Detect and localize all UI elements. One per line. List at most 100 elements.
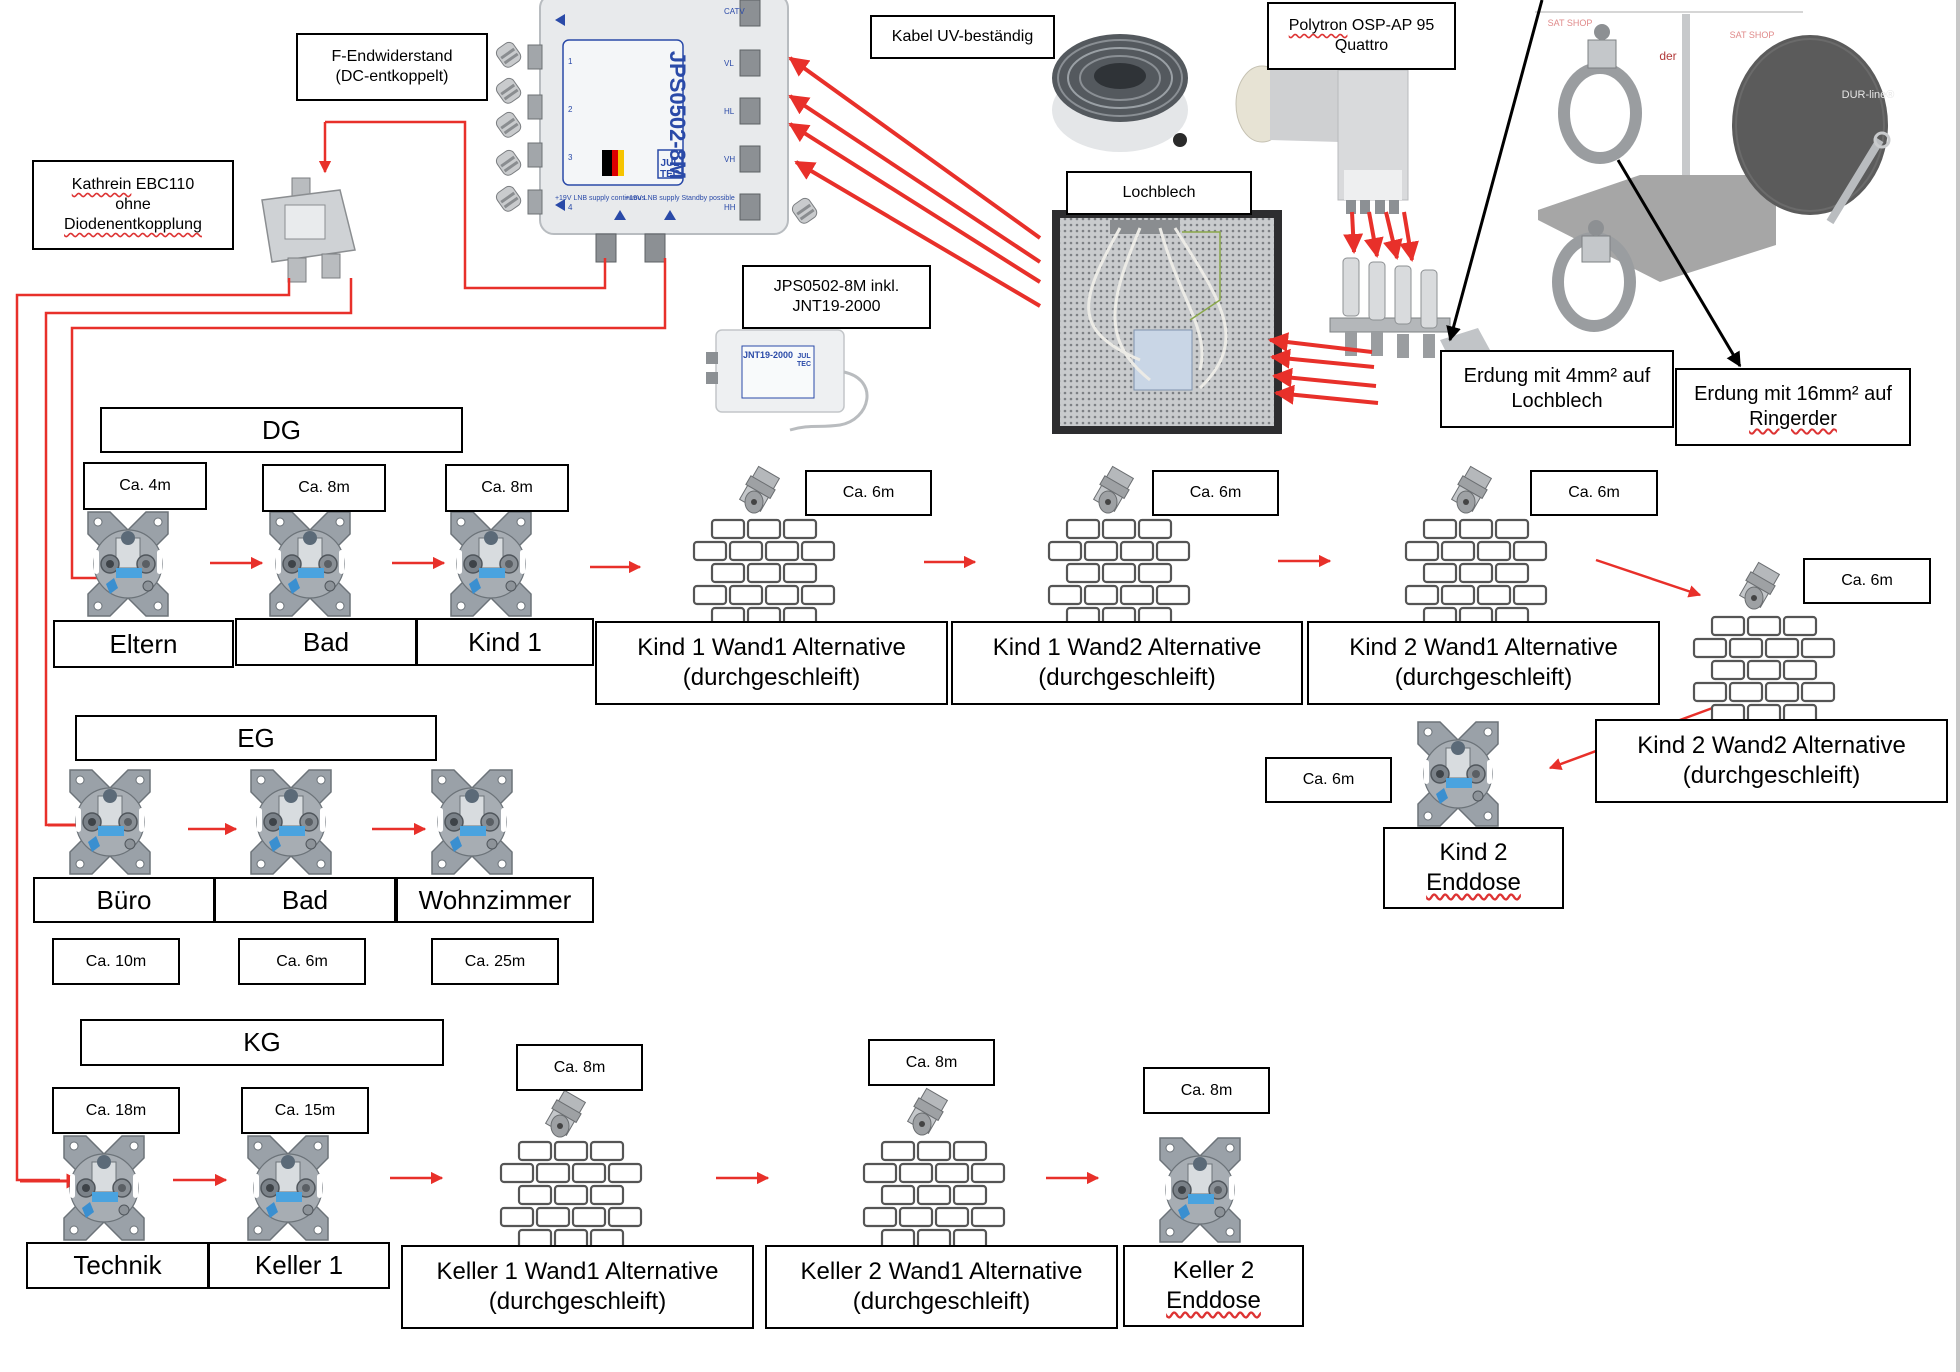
room-label-keller1: Keller 1	[208, 1242, 390, 1289]
cable-length-badge: Ca. 8m	[516, 1044, 643, 1091]
erdung-16mm-label: Erdung mit 16mm² auf Ringerder	[1675, 368, 1911, 446]
multiswitch-model-label: JPS0502-8M	[665, 51, 690, 179]
label-line: Polytron OSP-AP 95	[1289, 16, 1435, 36]
length-text: Ca. 8m	[481, 479, 533, 496]
outlet-icon	[247, 1135, 329, 1241]
label-line: (DC-entkoppelt)	[335, 68, 449, 85]
label-line: ohne	[115, 196, 151, 213]
port-label: 2	[568, 105, 573, 114]
length-text: Ca. 15m	[274, 1101, 336, 1119]
cable-length-badge: Ca. 6m	[1530, 470, 1658, 516]
port-label: HL	[724, 107, 735, 116]
length-text: Ca. 18m	[85, 1101, 147, 1119]
outlet-icon	[250, 769, 332, 875]
label-line: JPS0502-8M inkl.	[773, 278, 900, 295]
surge-protector-block	[1329, 257, 1490, 360]
cable-length-badge: Ca. 25m	[431, 938, 559, 985]
wall-label: Keller 2 Wand1 Alternative (durchgeschle…	[765, 1245, 1118, 1329]
room-name: Technik	[73, 1250, 162, 1281]
floor-title: DG	[262, 414, 301, 445]
label-line: Kind 1 Wand2 Alternative	[992, 634, 1262, 661]
multiswitch-brand-line2: TEC	[660, 169, 680, 180]
grounding-clamp-upper	[1558, 24, 1642, 164]
label-line: Lochblech	[1511, 390, 1603, 412]
f-coupler-icon	[543, 1088, 588, 1138]
f-coupler-icon	[1449, 464, 1494, 514]
length-text: Ca. 6m	[276, 952, 328, 970]
cable-length-badge: Ca. 6m	[238, 938, 366, 985]
wall-label: Kind 2 Wand2 Alternative (durchgeschleif…	[1595, 719, 1948, 803]
wall-label: Kind 2 Wand1 Alternative (durchgeschleif…	[1307, 621, 1660, 705]
cable-length-badge: Ca. 6m	[1265, 757, 1392, 803]
f-coupler-icon	[905, 1086, 950, 1136]
psu-brand-line1: JUL	[797, 353, 811, 360]
outlet-icon	[1417, 721, 1499, 827]
power-supply-device	[706, 329, 869, 432]
label-word: OSP-AP 95	[1347, 17, 1435, 34]
length-text: Ca. 4m	[119, 477, 171, 494]
length-text: Ca. 10m	[85, 952, 147, 970]
multiswitch-note-right: +19V LNB supply Standby possible	[625, 195, 735, 202]
length-text: Ca. 25m	[464, 952, 526, 970]
label-line: Kind 2 Wand1 Alternative	[1349, 634, 1618, 661]
surge-to-lochblech-arrows	[1268, 332, 1379, 405]
watermark: SAT SHOP	[1548, 18, 1593, 28]
label-line: F-Endwiderstand	[331, 48, 453, 65]
label-line: (durchgeschleift)	[682, 664, 861, 691]
watermark: SAT SHOP	[1730, 30, 1775, 40]
outlet-icon	[1159, 1137, 1241, 1243]
multiswitch-note-left: +19V LNB supply continuous	[555, 195, 646, 202]
f-endwiderstand-label: F-Endwiderstand (DC-entkoppelt)	[296, 33, 488, 101]
label-line: (durchgeschleift)	[1394, 664, 1573, 691]
port-label: CATV	[724, 7, 745, 16]
wall-icon	[862, 1140, 1006, 1250]
cable-length-badge: Ca. 10m	[52, 938, 180, 985]
room-label-eltern: Eltern	[53, 620, 234, 668]
cable-length-badge: Ca. 15m	[241, 1087, 369, 1134]
outlet-icon	[269, 511, 351, 617]
outlet-icon	[450, 511, 532, 617]
length-text: Ca. 6m	[1568, 484, 1620, 501]
floor-title: KG	[243, 1027, 281, 1058]
room-label-bad: Bad	[214, 877, 396, 923]
window-scrollbar-edge[interactable]	[1956, 0, 1960, 1372]
wall-icon	[1692, 615, 1836, 725]
lochblech-label: Lochblech	[1066, 171, 1252, 215]
wall-icon	[1404, 518, 1548, 628]
multiswitch-device	[493, 0, 820, 263]
port-label: 3	[568, 153, 573, 162]
outlet-icon	[431, 769, 513, 875]
cable-length-badge: Ca. 18m	[52, 1087, 180, 1134]
f-coupler-icon	[1091, 464, 1136, 514]
label-line: (durchgeschleift)	[1682, 762, 1861, 789]
f-coupler-icon	[737, 464, 782, 514]
jps-psu-label: JPS0502-8M inkl. JNT19-2000	[742, 265, 931, 329]
ground-arrow-ringerder	[1616, 159, 1742, 368]
room-name: Bad	[281, 884, 329, 915]
room-label-technik: Technik	[26, 1242, 209, 1289]
length-text: Ca. 6m	[842, 484, 895, 501]
label-line: Erdung mit 4mm² auf	[1463, 365, 1651, 387]
grounding-clamp-lower	[1552, 220, 1636, 332]
room-label-keller2-end: Keller 2 Enddose	[1123, 1245, 1304, 1327]
label-line: Erdung mit 16mm² auf	[1694, 383, 1892, 405]
label-word: Polytron	[1288, 17, 1348, 34]
wall-label: Keller 1 Wand1 Alternative (durchgeschle…	[401, 1245, 754, 1329]
room-label-buero: Büro	[33, 877, 215, 923]
wall-label: Kind 1 Wand2 Alternative (durchgeschleif…	[951, 621, 1303, 705]
length-text: Ca. 6m	[1302, 771, 1355, 788]
wall-icon	[1047, 518, 1191, 628]
outlet-icon	[87, 511, 169, 617]
wall-label: Kind 1 Wand1 Alternative (durchgeschleif…	[595, 621, 948, 705]
label-line: Enddose	[1426, 869, 1521, 896]
room-name: Eltern	[109, 628, 178, 659]
floor-header-eg: EG	[75, 715, 437, 761]
room-name: Keller 1	[254, 1250, 344, 1281]
room-label-bad: Bad	[235, 618, 417, 666]
room-label-kind1: Kind 1	[416, 618, 594, 666]
label-line: Keller 2 Wand1 Alternative	[800, 1258, 1083, 1285]
room-name: Kind 1	[468, 626, 542, 657]
kabel-label: Kabel UV-beständig	[870, 15, 1055, 59]
wall-icon	[692, 518, 836, 628]
